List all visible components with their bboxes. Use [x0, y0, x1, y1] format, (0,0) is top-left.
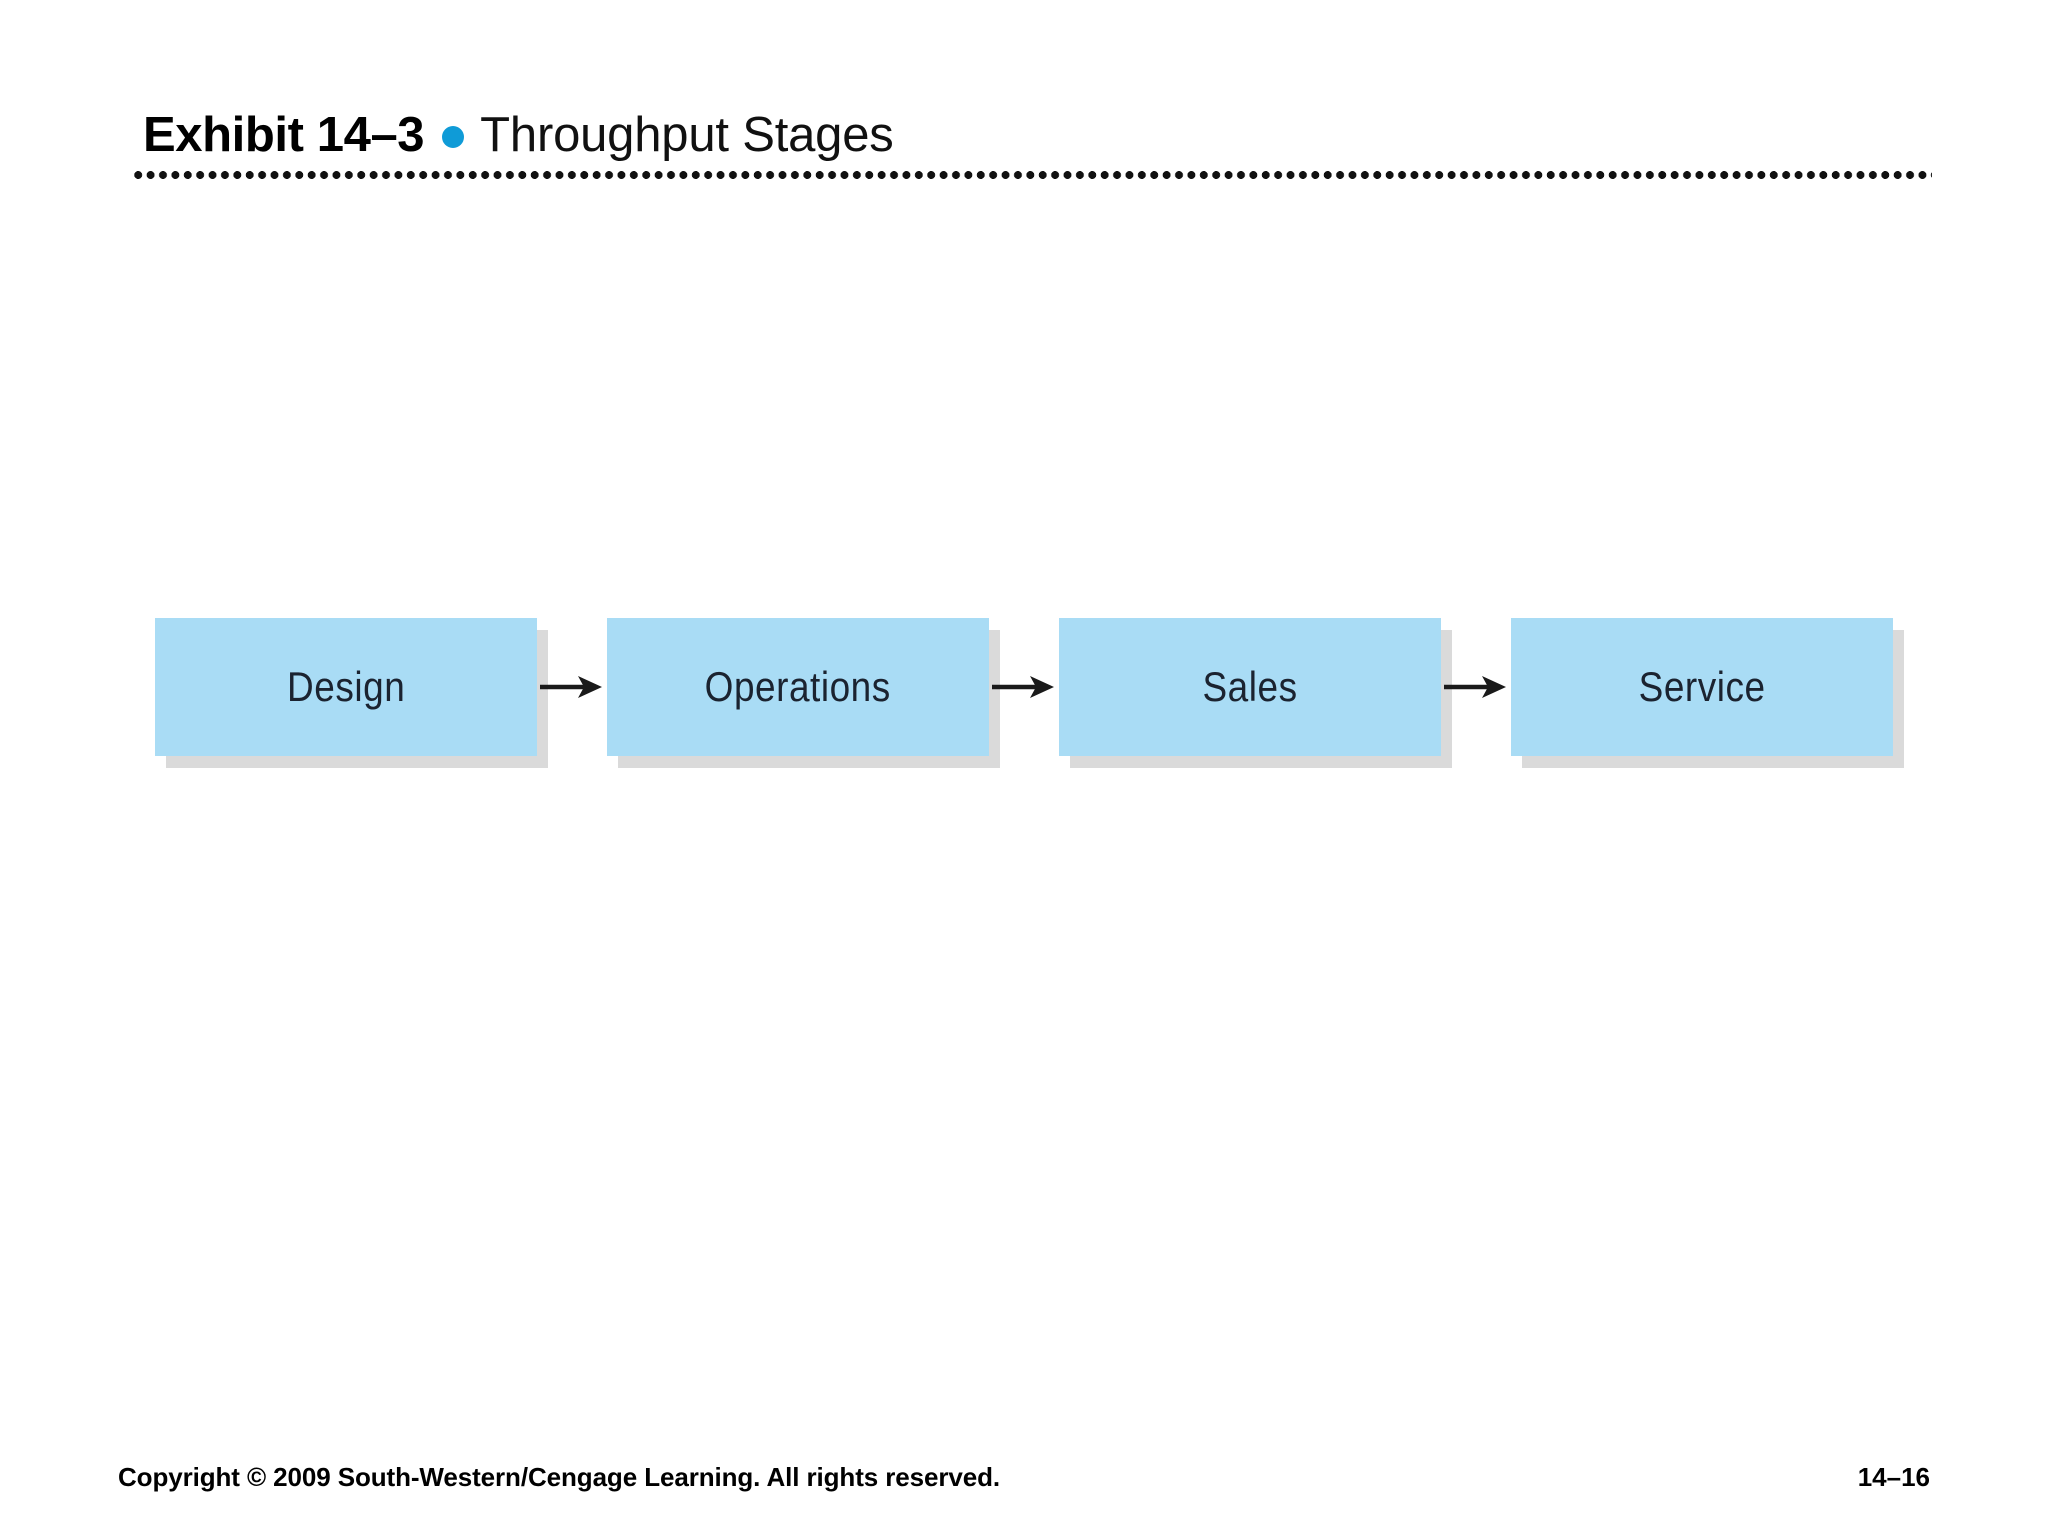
title-dotted-rule: [132, 171, 1932, 179]
stage-label: Design: [286, 663, 406, 710]
page-title: Throughput Stages: [480, 107, 894, 162]
arrow-right-icon: [1441, 618, 1511, 756]
arrow-right-icon: [989, 618, 1059, 756]
stage-label: Sales: [1202, 663, 1298, 710]
arrow-right-icon: [537, 618, 607, 756]
dot-bullet-icon: [442, 126, 465, 148]
stage-box-fill: Service: [1511, 618, 1893, 756]
slide-title-block: Exhibit 14–3 Throughput Stages: [143, 104, 894, 166]
page-number: 14–16: [1857, 1462, 1930, 1492]
stage-box-fill: Sales: [1059, 618, 1441, 756]
stage-box-design[interactable]: Design: [155, 618, 548, 768]
slide-footer: Copyright © 2009 South-Western/Cengage L…: [0, 1462, 2048, 1502]
stage-box-sales[interactable]: Sales: [1059, 618, 1452, 768]
copyright-text: Copyright © 2009 South-Western/Cengage L…: [118, 1462, 1001, 1492]
stage-label: Operations: [704, 663, 892, 710]
stage-box-fill: Operations: [607, 618, 989, 756]
throughput-stages-flow: Design Operations Sales: [155, 618, 1904, 770]
stage-box-operations[interactable]: Operations: [607, 618, 1000, 768]
stage-box-fill: Design: [155, 618, 537, 756]
stage-label: Service: [1638, 663, 1766, 710]
exhibit-label: Exhibit 14–3: [143, 107, 425, 162]
stage-box-service[interactable]: Service: [1511, 618, 1904, 768]
